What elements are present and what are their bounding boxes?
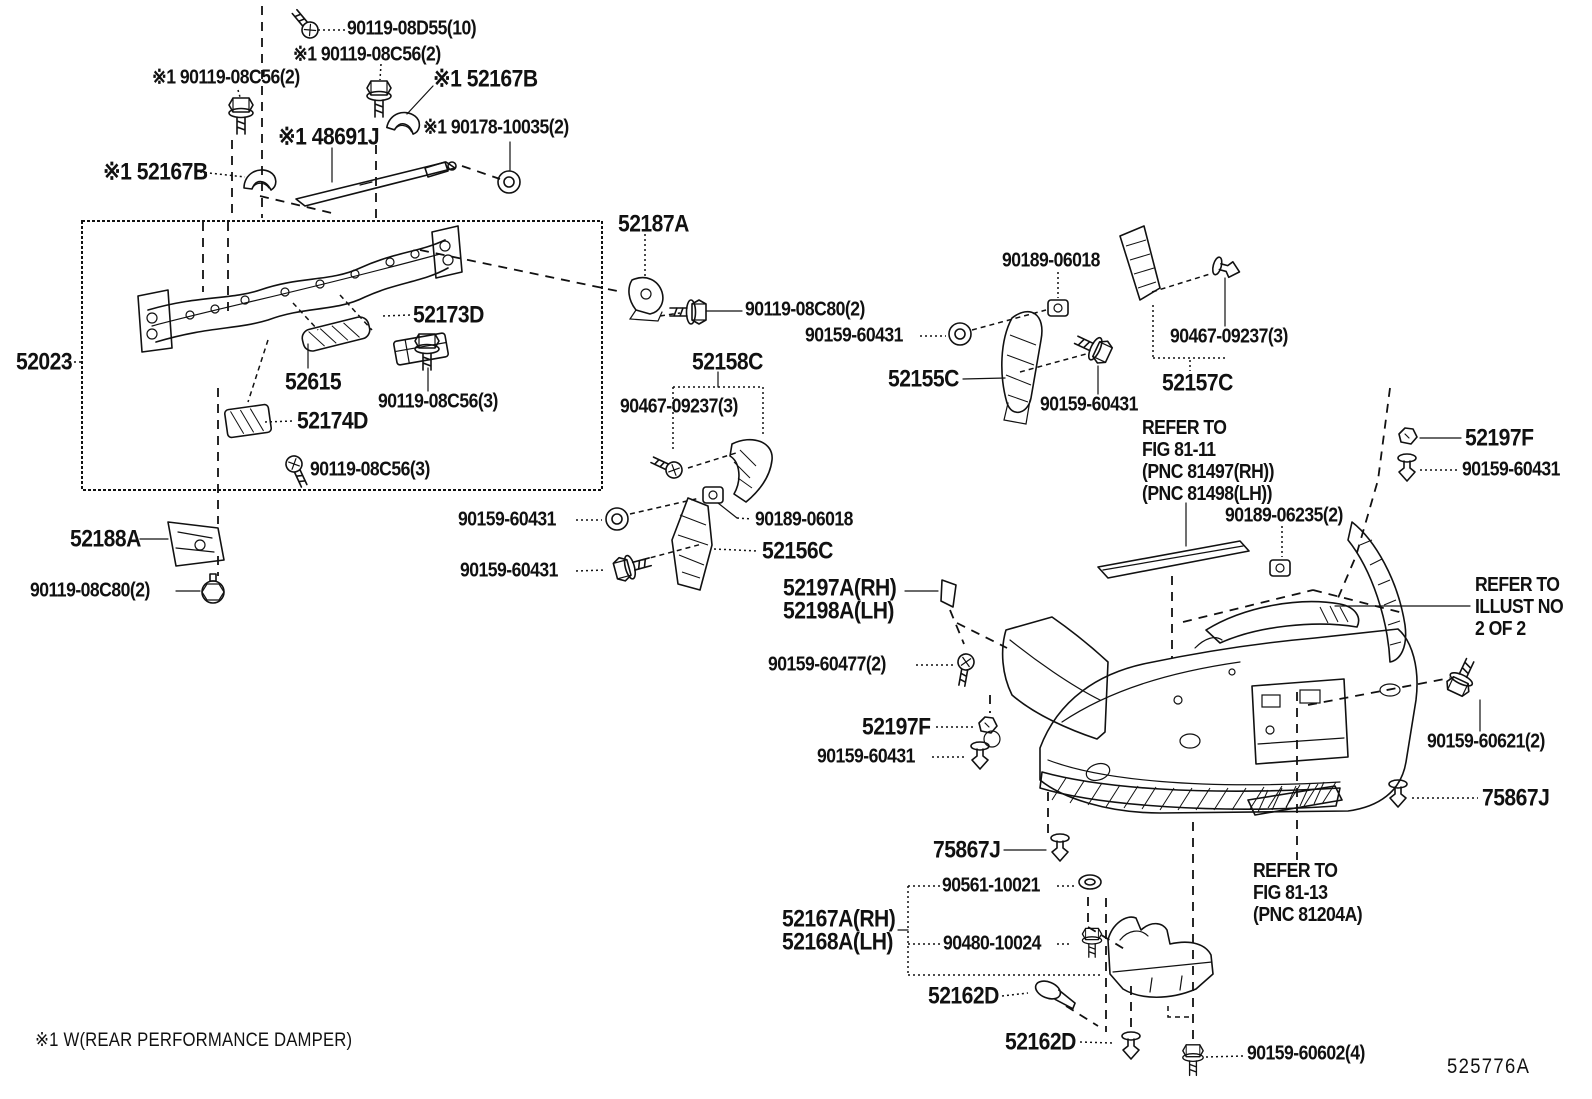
label-52174D: 52174D	[297, 407, 368, 435]
footnote: ※1 W(REAR PERFORMANCE DAMPER)	[35, 1030, 353, 1052]
label-90159-60431-d: 90159-60431	[460, 559, 558, 582]
label-90119-08C80-left: 90119-08C80(2)	[30, 579, 150, 602]
label-90159-60431-c: 90159-60431	[458, 508, 556, 531]
label-52188A: 52188A	[70, 525, 141, 553]
label-90189-06018-mid: 90189-06018	[755, 508, 853, 531]
label-52187A: 52187A	[618, 210, 689, 238]
bracket-52158C	[729, 438, 773, 503]
pin-52162D-a	[1034, 980, 1076, 1010]
label-52198A-LH: 52198A(LH)	[783, 597, 894, 625]
label-52167B-left: ※1 52167B	[103, 158, 208, 186]
label-90189-06018-right: 90189-06018	[1002, 249, 1100, 272]
label-52167B-right: ※1 52167B	[433, 65, 538, 93]
label-48691J: ※1 48691J	[278, 123, 380, 151]
label-52168A-LH: 52168A(LH)	[782, 928, 893, 956]
bumper-upper-bar	[1194, 600, 1360, 649]
bumper-corner-panel	[1001, 616, 1109, 740]
label-90159-60431-a: 90159-60431	[805, 324, 903, 347]
bracket-52157C	[1119, 225, 1161, 301]
label-52162D-a: 52162D	[928, 982, 999, 1010]
refer-fig-81-11: REFER TO FIG 81-11 (PNC 81497(RH)) (PNC …	[1142, 417, 1274, 505]
label-90159-60602: 90159-60602(4)	[1247, 1042, 1365, 1065]
damper-bar-48691J	[295, 161, 457, 207]
label-90159-60621: 90159-60621(2)	[1427, 730, 1545, 753]
label-52158C: 52158C	[692, 348, 763, 376]
label-90119-08D55: 90119-08D55(10)	[347, 17, 477, 40]
refer-illust-2of2: REFER TO ILLUST NO 2 OF 2	[1475, 574, 1564, 640]
label-90189-06235: 90189-06235(2)	[1225, 504, 1343, 527]
bracket-52174D	[223, 403, 273, 439]
hatched-plate-81204A	[1247, 781, 1343, 816]
label-90178-10035: ※1 90178-10035(2)	[423, 116, 569, 139]
label-90467-09237-right: 90467-09237(3)	[1170, 325, 1288, 348]
label-90159-60431-b: 90159-60431	[1040, 393, 1138, 416]
bracket-52615	[301, 316, 371, 352]
right-corner-extension	[1347, 521, 1407, 663]
label-90467-09237-left: 90467-09237(3)	[620, 395, 738, 418]
label-90119-08C56-3b: 90119-08C56(3)	[310, 458, 430, 481]
label-52162D-b: 52162D	[1005, 1028, 1076, 1056]
diagram-id: 525776A	[1447, 1054, 1531, 1078]
label-52156C: 52156C	[762, 537, 833, 565]
label-90480-10024: 90480-10024	[943, 932, 1041, 955]
label-75867J-left: 75867J	[933, 836, 1001, 864]
bracket-52187A	[628, 276, 664, 322]
damper-clamp-52167B-left	[243, 169, 277, 191]
label-90159-60431-f: 90159-60431	[1462, 458, 1560, 481]
label-52173D: 52173D	[413, 301, 484, 329]
bumper-corner-piece-52197A	[940, 579, 957, 608]
bracket-52155C	[1001, 310, 1043, 425]
damper-clamp-52167B-right	[386, 111, 421, 135]
label-52157C: 52157C	[1162, 369, 1233, 397]
label-90119-08C56-top: ※1 90119-08C56(2)	[293, 43, 441, 66]
label-75867J-right: 75867J	[1482, 784, 1550, 812]
reinforcement-box-52023	[81, 220, 603, 491]
label-52197A-RH: 52197A(RH)	[783, 574, 897, 602]
label-52615: 52615	[285, 368, 342, 396]
bumper-cover	[983, 628, 1418, 814]
label-52197F-mid: 52197F	[862, 713, 931, 741]
label-90119-08C56-left: ※1 90119-08C56(2)	[152, 66, 300, 89]
label-90159-60431-e: 90159-60431	[817, 745, 915, 768]
label-52023: 52023	[16, 348, 73, 376]
label-52155C: 52155C	[888, 365, 959, 393]
refer-fig-81-13: REFER TO FIG 81-13 (PNC 81204A)	[1253, 860, 1363, 926]
label-52197F-right: 52197F	[1465, 424, 1534, 452]
label-90159-60477: 90159-60477(2)	[768, 653, 886, 676]
bracket-52188A	[167, 521, 225, 567]
label-90119-08C56-3a: 90119-08C56(3)	[378, 390, 498, 413]
bracket-52156C	[671, 497, 713, 591]
label-90119-08C80-mid: 90119-08C80(2)	[745, 298, 865, 321]
side-seal-strip-81497	[1097, 540, 1250, 579]
label-52167A-RH: 52167A(RH)	[782, 905, 896, 933]
rear-spat	[1107, 916, 1214, 998]
label-90561-10021: 90561-10021	[942, 874, 1040, 897]
